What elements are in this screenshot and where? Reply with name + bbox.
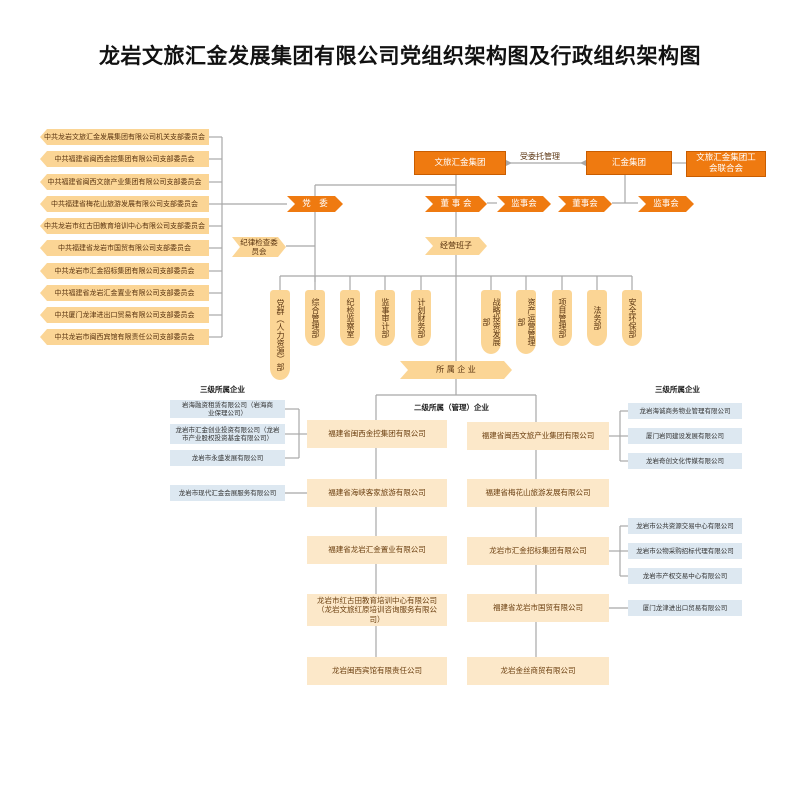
page-title: 龙岩文旅汇金发展集团有限公司党组织架构图及行政组织架构图 bbox=[99, 43, 701, 68]
level2-company: 龙岩闽西宾馆有限责任公司 bbox=[307, 657, 447, 685]
level3-company: 龙岩海诚商务物业管理有限公司 bbox=[628, 403, 742, 419]
board-box: 董 事 会 bbox=[425, 196, 487, 212]
department: 纪检监察室 bbox=[340, 290, 360, 346]
level2-company: 福建省闽西金控集团有限公司 bbox=[307, 420, 447, 448]
party-branch: 中共福建省闽西文旅产业集团有限公司支部委员会 bbox=[40, 174, 209, 190]
level3-company: 龙岩市现代汇金会展服务有限公司 bbox=[170, 485, 285, 501]
entrust-label: 受委托管理 bbox=[520, 152, 560, 161]
department: 党群（人力资源）部 bbox=[270, 290, 290, 380]
department: 法务部 bbox=[587, 290, 607, 346]
party-branch: 中共福建省闽西金控集团有限公司支部委员会 bbox=[40, 151, 209, 167]
board2-box: 董事会 bbox=[558, 196, 612, 212]
level2-company: 龙岩市红古田教育培训中心有限公司（龙岩文旅红原培训咨询服务有限公司） bbox=[307, 594, 447, 626]
party-branch: 中共厦门龙津进出口贸易有限公司支部委员会 bbox=[40, 307, 209, 323]
department: 项目管理部 bbox=[552, 290, 572, 346]
department: 综合管理部 bbox=[305, 290, 325, 346]
party-committee-box: 党 委 bbox=[287, 196, 343, 212]
party-branch: 中共福建省梅花山旅游发展有限公司支部委员会 bbox=[40, 196, 209, 212]
level3-company: 厦门龙津进出口贸易有限公司 bbox=[628, 600, 742, 616]
discipline-committee-box: 纪律检查委员会 bbox=[232, 237, 286, 257]
level3-company: 龙岩奇创文化传媒有限公司 bbox=[628, 453, 742, 469]
level2-title: 二级所属（管理）企业 bbox=[414, 403, 489, 412]
department: 战略投资发展部 bbox=[481, 290, 501, 354]
level2-company: 龙岩金丝商贸有限公司 bbox=[467, 657, 609, 685]
level2-company: 福建省闽西文旅产业集团有限公司 bbox=[467, 422, 609, 450]
department: 计划财务部 bbox=[411, 290, 431, 346]
department: 监事审计部 bbox=[375, 290, 395, 346]
level3-company: 龙岩市汇金创业投资有限公司（龙岩市产业股权投资基金有限公司） bbox=[170, 424, 285, 444]
level2-company: 福建省海峡客家旅游有限公司 bbox=[307, 479, 447, 507]
party-branch: 中共龙岩市汇金招标集团有限公司支部委员会 bbox=[40, 263, 209, 279]
wenlv-group-box: 文旅汇金集团 bbox=[414, 151, 506, 175]
level3-company: 龙岩市永盛发展有限公司 bbox=[170, 450, 285, 466]
enterprises-bar: 所 属 企 业 bbox=[400, 361, 512, 379]
party-branch: 中共龙岩文旅汇金发展集团有限公司机关支部委员会 bbox=[40, 129, 209, 145]
supervisors-box: 监事会 bbox=[497, 196, 551, 212]
supervisors2-box: 监事会 bbox=[638, 196, 694, 212]
level3-company: 厦门岩同建设发展有限公司 bbox=[628, 428, 742, 444]
party-branch: 中共福建省龙岩汇金置业有限公司支部委员会 bbox=[40, 285, 209, 301]
level3-company: 龙岩市公共资源交易中心有限公司 bbox=[628, 518, 742, 534]
level3-right-title: 三级所属企业 bbox=[655, 385, 700, 394]
party-branch: 中共龙岩市红古田教育培训中心有限公司支部委员会 bbox=[40, 218, 209, 234]
management-box: 经营班子 bbox=[425, 237, 487, 255]
level2-company: 福建省梅花山旅游发展有限公司 bbox=[467, 479, 609, 507]
huijin-group-box: 汇金集团 bbox=[586, 151, 672, 175]
level2-company: 龙岩市汇金招标集团有限公司 bbox=[467, 537, 609, 565]
party-branch: 中共龙岩市闽西宾馆有限责任公司支部委员会 bbox=[40, 329, 209, 345]
level3-left-title: 三级所属企业 bbox=[200, 385, 245, 394]
level2-company: 福建省龙岩市国贸有限公司 bbox=[467, 594, 609, 622]
department: 安全环保部 bbox=[622, 290, 642, 346]
party-branch: 中共福建省龙岩市国贸有限公司支部委员会 bbox=[40, 240, 209, 256]
level2-company: 福建省龙岩汇金置业有限公司 bbox=[307, 536, 447, 564]
department: 资产运营管理部 bbox=[516, 290, 536, 354]
level3-company: 龙岩市公物采购招标代理有限公司 bbox=[628, 543, 742, 559]
level3-company: 岩海融资租赁有限公司（岩海商业保理公司） bbox=[170, 400, 285, 418]
level3-company: 龙岩市产权交易中心有限公司 bbox=[628, 568, 742, 584]
union-box: 文旅汇金集团工会联合会 bbox=[686, 151, 766, 177]
